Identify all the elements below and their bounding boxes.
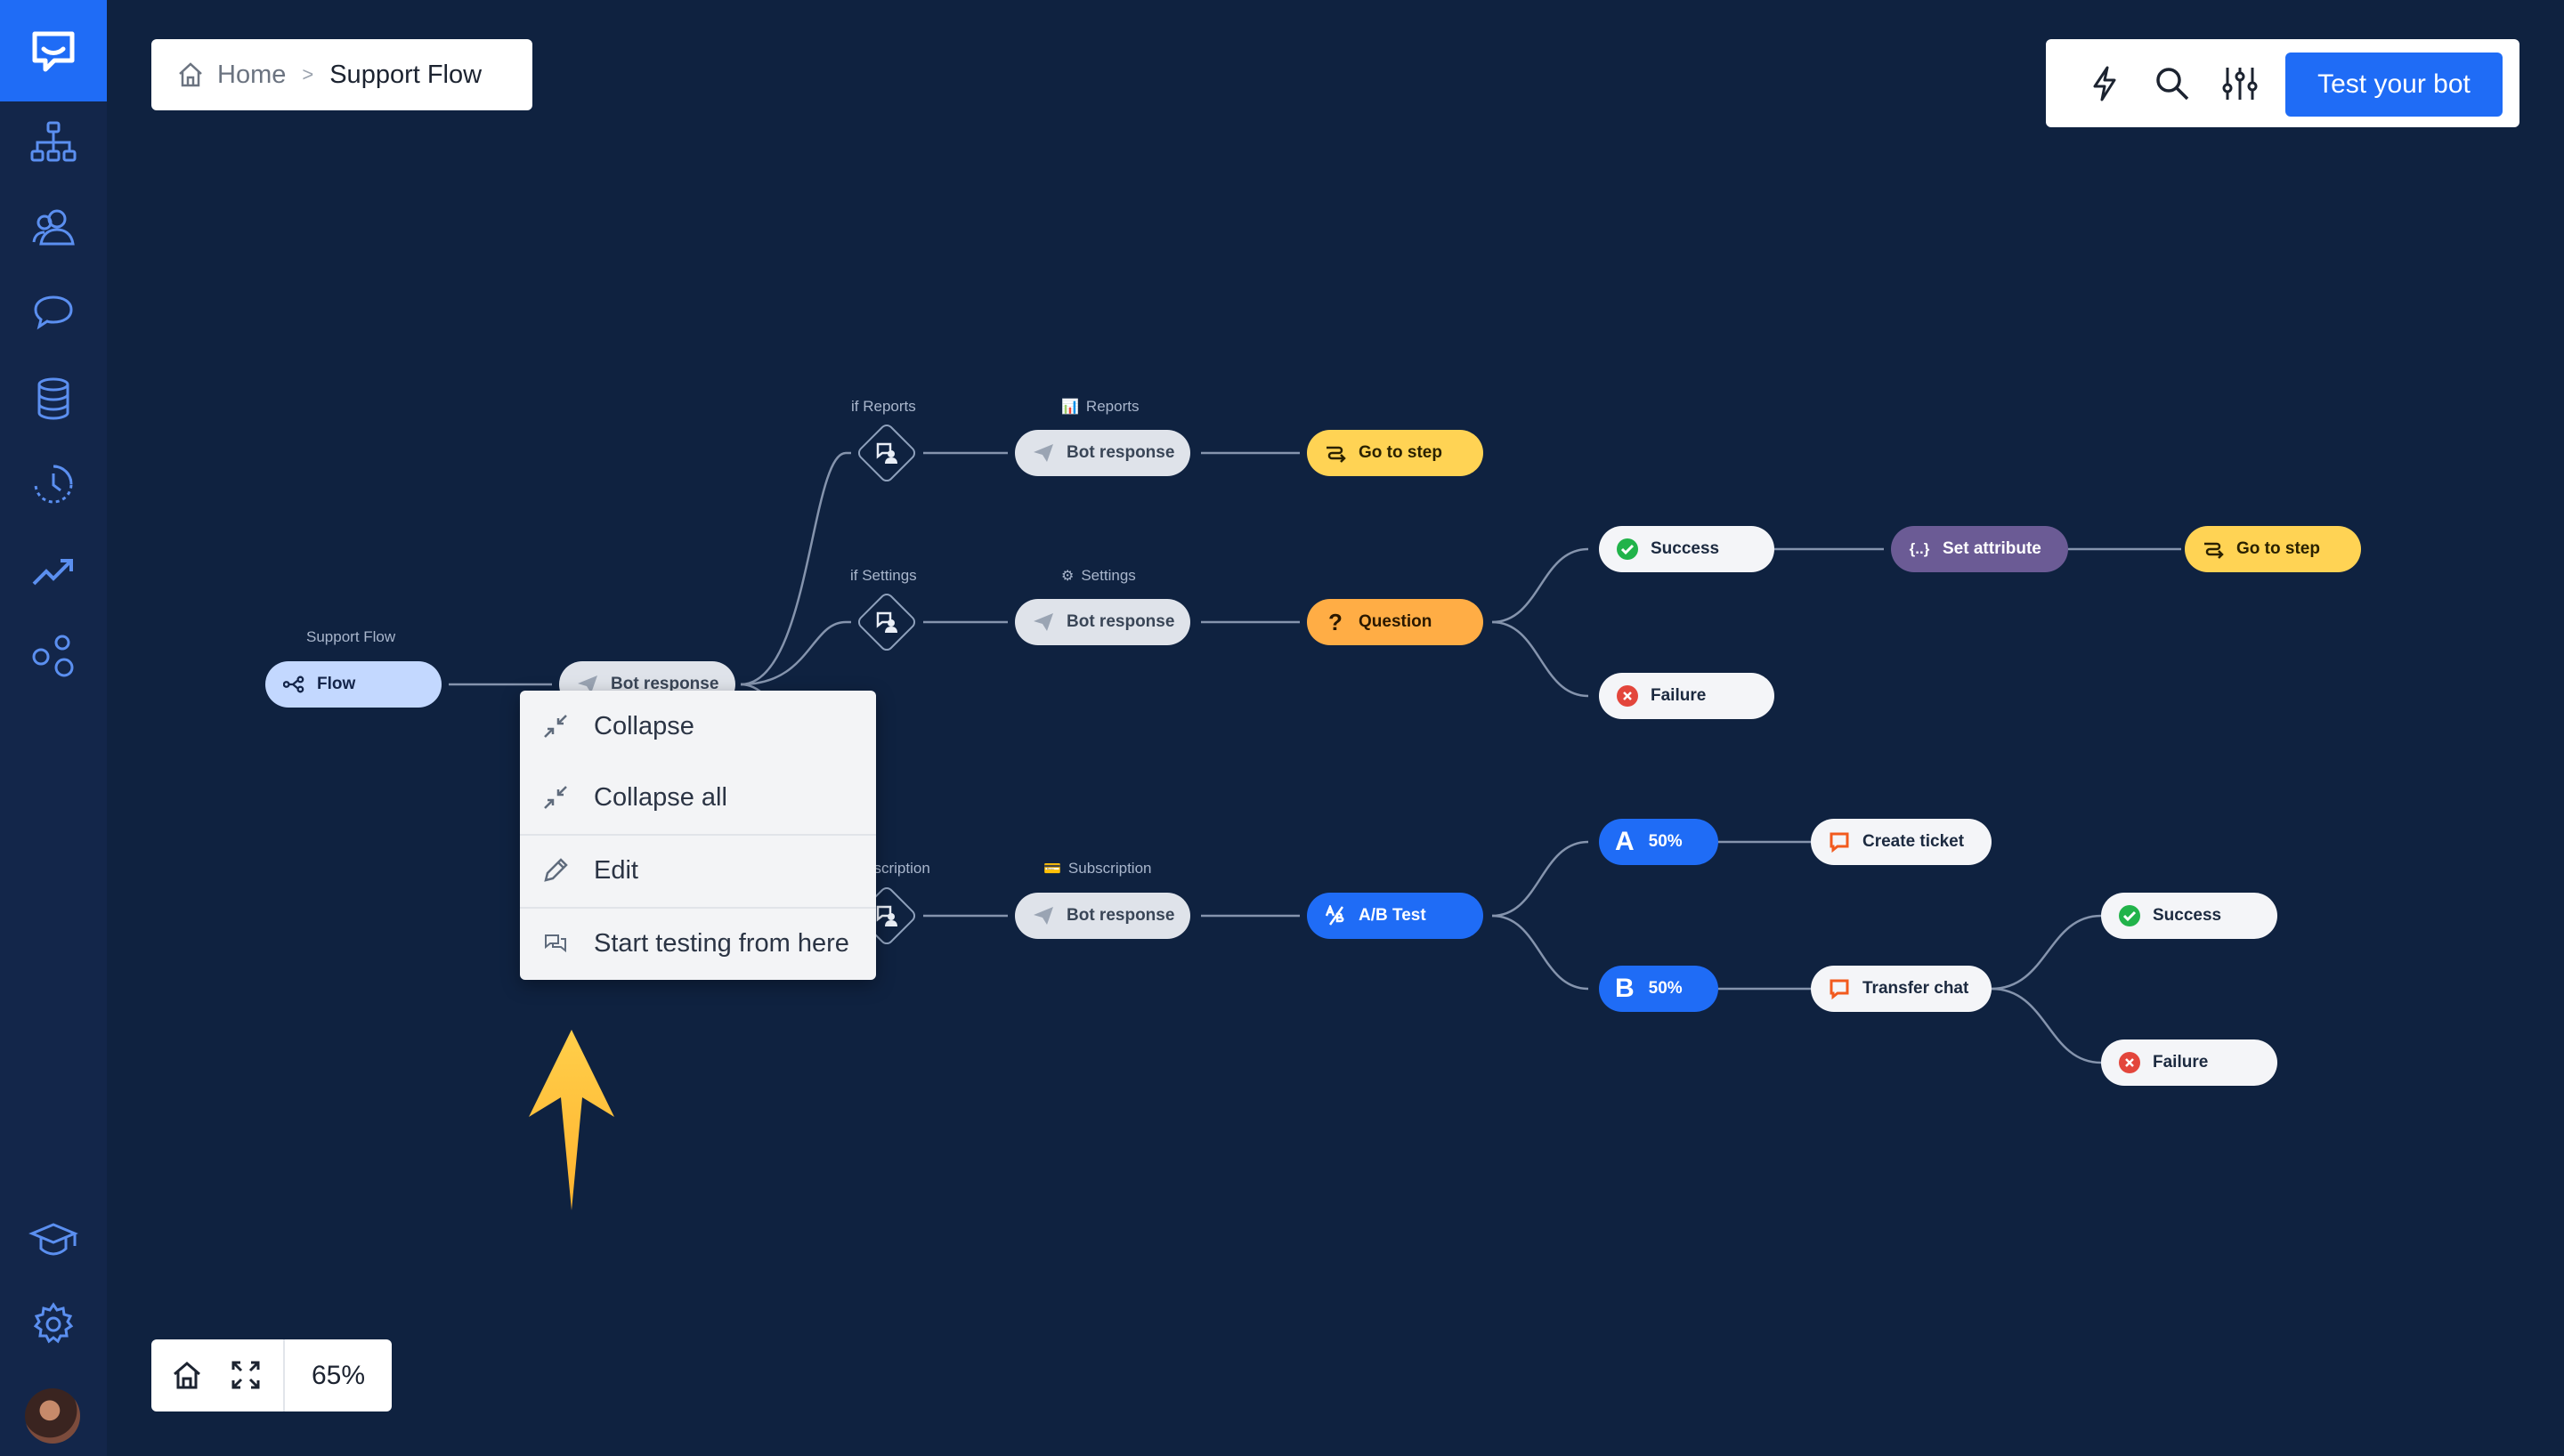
- send-icon: [1033, 611, 1054, 633]
- zoom-divider: [283, 1339, 285, 1412]
- gear-icon: ⚙: [1061, 569, 1075, 584]
- goto-icon: [2203, 538, 2224, 560]
- pointer-arrow: [529, 1030, 614, 1210]
- condition-diamond-reports[interactable]: [855, 421, 919, 485]
- history-nav-icon[interactable]: [28, 459, 78, 509]
- set-attribute-node[interactable]: {..} Set attribute: [1891, 526, 2068, 572]
- x-circle-icon: [1617, 685, 1638, 707]
- ab-test-node[interactable]: A/B Test: [1307, 893, 1483, 939]
- condition-diamond-settings[interactable]: [855, 590, 919, 654]
- menu-item-edit[interactable]: Edit: [520, 835, 876, 906]
- users-condition-icon: [876, 442, 897, 464]
- step-label-reports: 📊Reports: [1061, 398, 1140, 415]
- pencil-icon: [540, 854, 572, 886]
- analytics-nav-icon[interactable]: [28, 545, 78, 595]
- users-nav-icon[interactable]: [28, 203, 78, 253]
- goto-icon: [1325, 442, 1346, 464]
- flows-nav-icon[interactable]: [28, 117, 78, 167]
- bot-response-settings[interactable]: Bot response: [1015, 599, 1190, 645]
- goto-step-reports[interactable]: Go to step: [1307, 430, 1483, 476]
- test-your-bot-button[interactable]: Test your bot: [2285, 53, 2503, 117]
- condition-label-reports: if Reports: [851, 398, 916, 415]
- bot-response-subscription[interactable]: Bot response: [1015, 893, 1190, 939]
- settings-nav-icon[interactable]: [28, 1299, 78, 1349]
- step-label-subscription: 💳Subscription: [1043, 860, 1152, 877]
- menu-item-start-testing[interactable]: Start testing from here: [520, 908, 876, 979]
- x-circle-icon: [2119, 1052, 2140, 1073]
- menu-divider: [520, 907, 876, 909]
- menu-item-collapse-all[interactable]: Collapse all: [520, 762, 876, 833]
- collapse-all-icon: [540, 781, 572, 813]
- zoom-controls: 65%: [151, 1339, 392, 1412]
- user-avatar[interactable]: [25, 1388, 80, 1444]
- success-node-transfer[interactable]: Success: [2101, 893, 2277, 939]
- flow-node[interactable]: Flow: [265, 661, 442, 708]
- variant-b-node[interactable]: B 50%: [1599, 966, 1718, 1012]
- menu-item-collapse[interactable]: Collapse: [520, 691, 876, 762]
- bot-response-reports[interactable]: Bot response: [1015, 430, 1190, 476]
- search-icon[interactable]: [2153, 64, 2192, 103]
- send-icon: [1033, 442, 1054, 464]
- home-icon[interactable]: [176, 61, 205, 89]
- users-condition-icon: [876, 905, 897, 926]
- academy-nav-icon[interactable]: [28, 1214, 78, 1264]
- credit-card-icon: 💳: [1043, 861, 1061, 877]
- send-icon: [1033, 905, 1054, 926]
- users-condition-icon: [876, 611, 897, 633]
- filter-sliders-icon[interactable]: [2220, 64, 2260, 103]
- success-node-question[interactable]: Success: [1599, 526, 1774, 572]
- home-icon[interactable]: [171, 1359, 203, 1391]
- bar-chart-icon: 📊: [1061, 400, 1079, 415]
- zoom-level[interactable]: 65%: [311, 1360, 366, 1390]
- menu-divider: [520, 834, 876, 836]
- question-mark-icon: ?: [1328, 608, 1343, 635]
- send-icon: [577, 674, 598, 695]
- create-ticket-node[interactable]: Create ticket: [1811, 819, 1992, 865]
- breadcrumb-home[interactable]: Home: [217, 60, 287, 89]
- check-circle-icon: [1617, 538, 1638, 560]
- braces-icon: {..}: [1909, 540, 1930, 557]
- condition-diamond-subscription[interactable]: [855, 884, 919, 948]
- root-flow-label: Support Flow: [306, 628, 396, 645]
- transfer-chat-node[interactable]: Transfer chat: [1811, 966, 1992, 1012]
- variant-b-letter: B: [1615, 974, 1635, 1003]
- breadcrumb-current: Support Flow: [329, 60, 483, 89]
- step-label-settings: ⚙Settings: [1061, 567, 1136, 584]
- condition-label-settings: if Settings: [850, 567, 917, 584]
- expand-icon[interactable]: [230, 1359, 262, 1391]
- flow-canvas[interactable]: Support Flow if Reports 📊Reports if Sett…: [107, 0, 2564, 1456]
- failure-node-question[interactable]: Failure: [1599, 673, 1774, 719]
- breadcrumb-separator: >: [302, 63, 314, 85]
- flow-icon: [283, 674, 304, 695]
- sidebar: [0, 0, 107, 1456]
- failure-node-transfer[interactable]: Failure: [2101, 1039, 2277, 1086]
- lightning-icon[interactable]: [2085, 64, 2124, 103]
- variant-a-letter: A: [1615, 827, 1635, 856]
- chat-bubble-icon: [1829, 978, 1850, 999]
- variant-a-node[interactable]: A 50%: [1599, 819, 1718, 865]
- ab-test-icon: [1325, 905, 1346, 926]
- check-circle-icon: [2119, 905, 2140, 926]
- chat-bubbles-icon: [540, 927, 572, 959]
- flow-connectors: [449, 451, 2181, 1064]
- node-context-menu: Collapse Collapse all Edit Start testing…: [520, 691, 876, 980]
- app-logo[interactable]: [0, 0, 107, 101]
- ticket-bubble-icon: [1829, 831, 1850, 853]
- chats-nav-icon[interactable]: [28, 288, 78, 338]
- integrations-nav-icon[interactable]: [28, 630, 78, 680]
- breadcrumb: Home > Support Flow: [151, 39, 532, 110]
- database-nav-icon[interactable]: [28, 374, 78, 424]
- collapse-icon: [540, 710, 572, 742]
- question-node[interactable]: ? Question: [1307, 599, 1483, 645]
- goto-step-settings[interactable]: Go to step: [2185, 526, 2361, 572]
- chat-logo-icon: [32, 31, 75, 72]
